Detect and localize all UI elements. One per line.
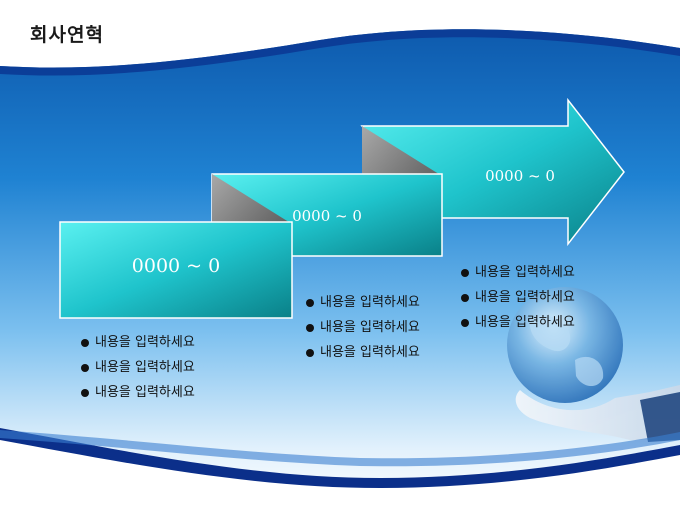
page-title: 회사연혁 (30, 24, 104, 46)
step-3-bullet-list: 내용을 입력하세요 내용을 입력하세요 내용을 입력하세요 (460, 263, 575, 338)
step-2-bullet-list: 내용을 입력하세요 내용을 입력하세요 내용을 입력하세요 (305, 293, 420, 368)
step-3-bullet-item: 내용을 입력하세요 (460, 288, 575, 313)
globe-decoration (507, 287, 680, 442)
step-1-label: 0000 ~ 0 (131, 255, 221, 277)
step-3-bullet-item: 내용을 입력하세요 (460, 313, 575, 338)
step-1-box (59, 221, 293, 319)
step-2-bullet-item: 내용을 입력하세요 (305, 293, 420, 318)
step-2-bullet-item: 내용을 입력하세요 (305, 343, 420, 368)
step-2-bullet-item: 내용을 입력하세요 (305, 318, 420, 343)
step-3-label: 0000 ~ 0 (485, 167, 555, 185)
step-3-arrow (360, 97, 625, 247)
step-3-bullet-item: 내용을 입력하세요 (460, 263, 575, 288)
step-1-bullet-item: 내용을 입력하세요 (80, 333, 195, 358)
step-2-label: 0000 ~ 0 (292, 207, 362, 225)
step-1-bullet-item: 내용을 입력하세요 (80, 383, 195, 408)
step-1-bullet-list: 내용을 입력하세요 내용을 입력하세요 내용을 입력하세요 (80, 333, 195, 408)
step-1-bullet-item: 내용을 입력하세요 (80, 358, 195, 383)
